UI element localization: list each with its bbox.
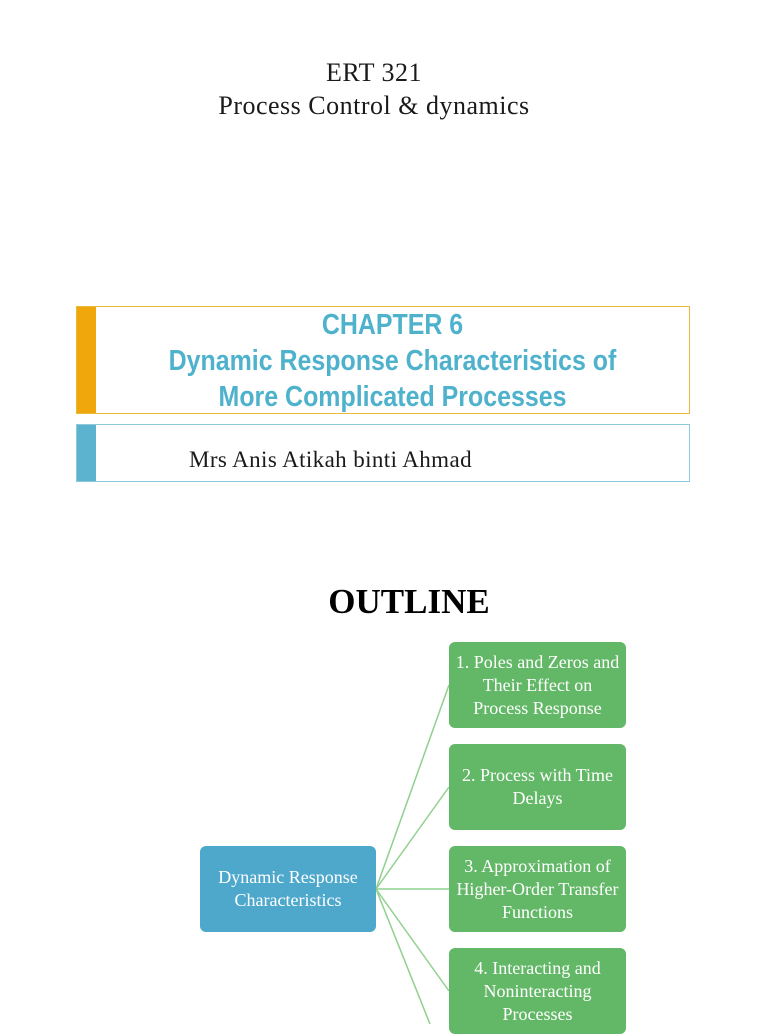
course-name: Process Control & dynamics <box>218 91 530 120</box>
chapter-title: CHAPTER 6 Dynamic Response Characteristi… <box>138 307 648 415</box>
chapter-title-line-1: Dynamic Response Characteristics of <box>168 345 617 377</box>
outline-item-2: 2. Process with Time Delays <box>449 744 626 830</box>
connector-2 <box>375 786 450 890</box>
course-code: ERT 321 <box>325 58 423 87</box>
author-accent-bar <box>77 425 96 481</box>
outline-item-4: 4. Interacting and Noninteracting Proces… <box>449 948 626 1034</box>
chapter-number: CHAPTER 6 <box>321 309 464 341</box>
chapter-box: CHAPTER 6 Dynamic Response Characteristi… <box>76 306 690 414</box>
author-box: Mrs Anis Atikah binti Ahmad <box>76 424 690 482</box>
author-name: Mrs Anis Atikah binti Ahmad <box>189 447 472 472</box>
chapter-title-line-2: More Complicated Processes <box>218 381 567 413</box>
connector-5 <box>375 888 431 1024</box>
connector-1 <box>375 684 450 890</box>
outline-item-1: 1. Poles and Zeros and Their Effect on P… <box>449 642 626 728</box>
outline-title: OUTLINE <box>328 582 490 621</box>
outline-root-node: Dynamic Response Characteristics <box>200 846 376 932</box>
chapter-accent-bar <box>77 307 96 413</box>
connector-4 <box>375 888 450 992</box>
outline-item-3: 3. Approximation of Higher-Order Transfe… <box>449 846 626 932</box>
